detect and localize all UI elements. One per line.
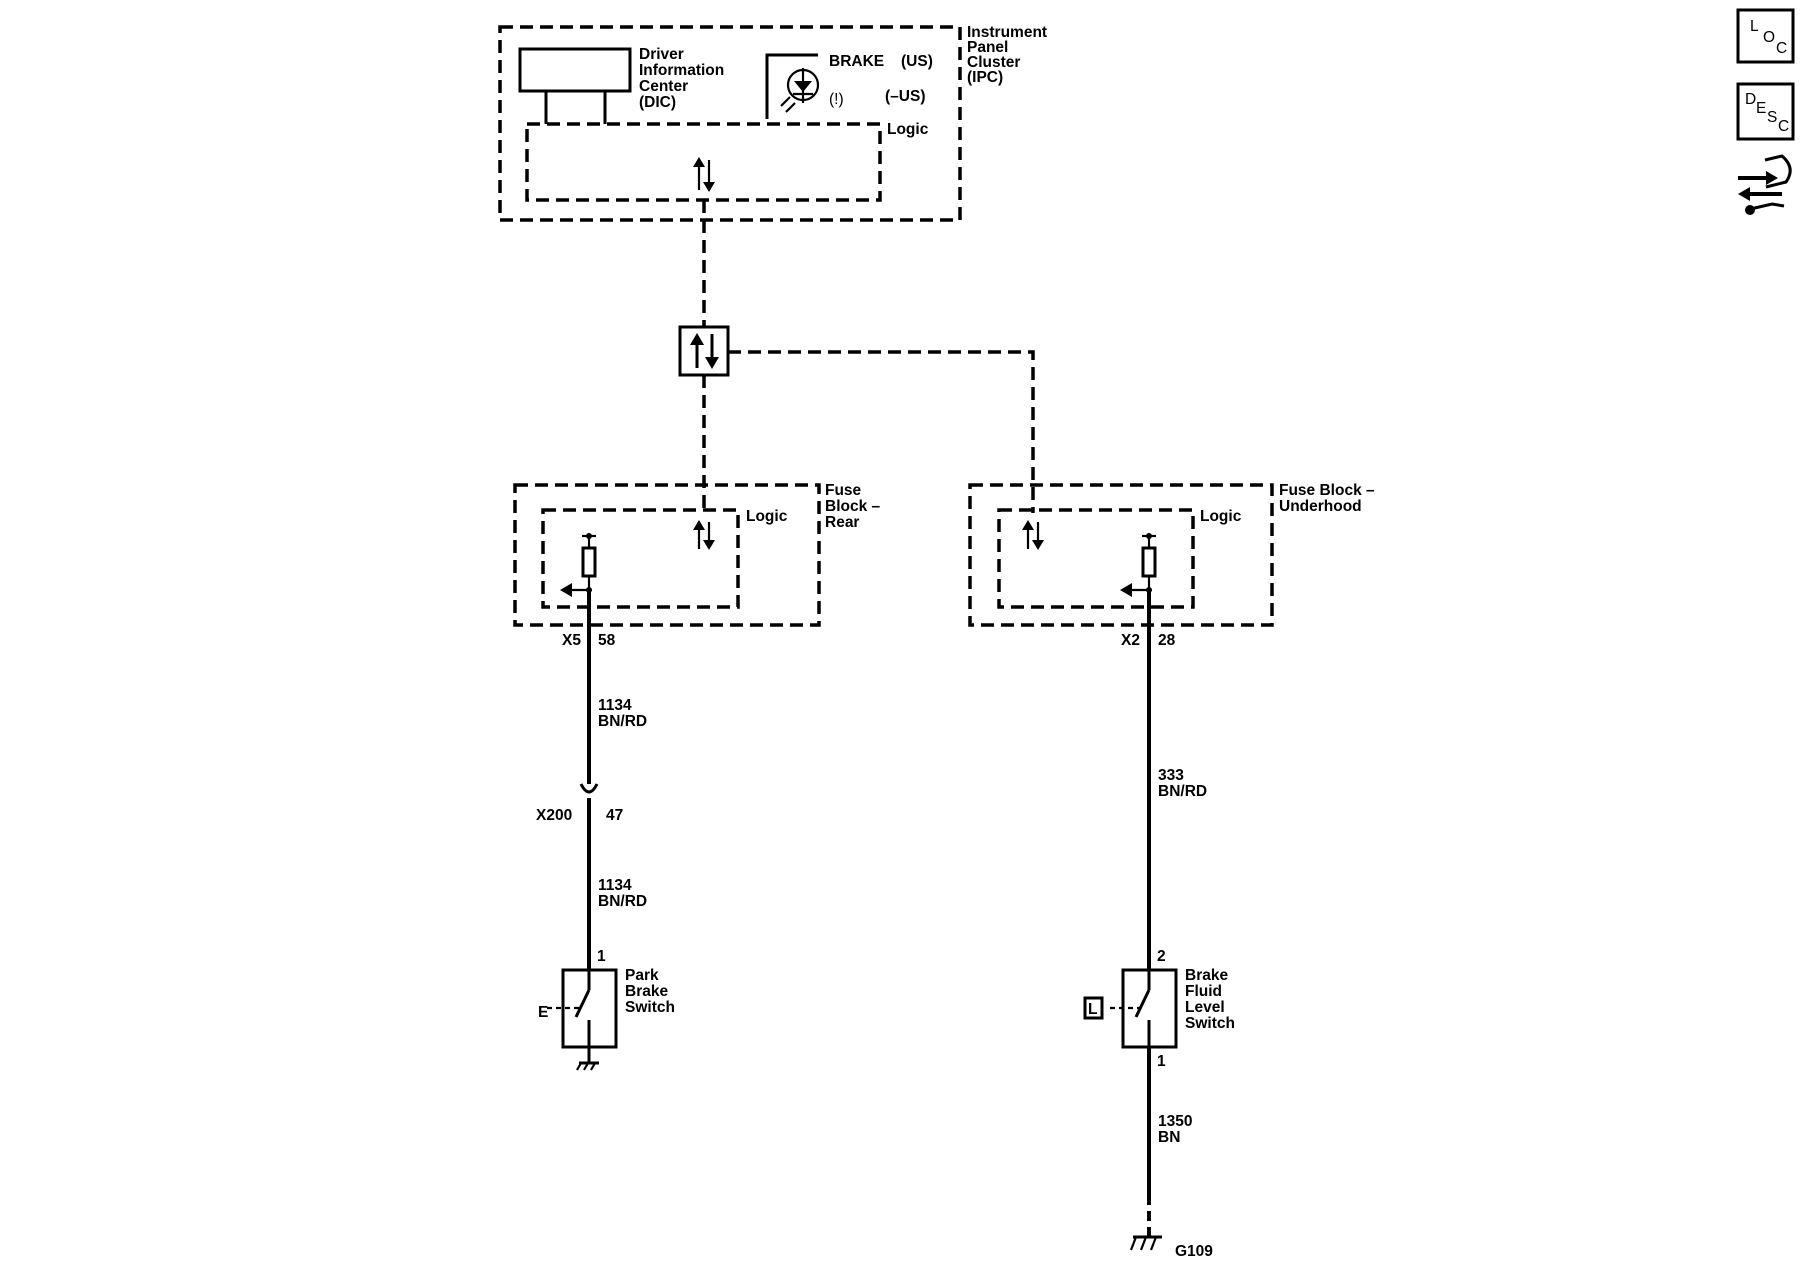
desc-letter-e: E xyxy=(1756,100,1766,117)
fuse-rear-logic-label: Logic xyxy=(746,508,788,525)
fuse-rear-data-arrows-icon xyxy=(693,520,715,550)
fuse-rear-name-line-3: Rear xyxy=(825,514,859,531)
park-switch-name-line-2: Brake xyxy=(625,983,668,1000)
fuse-underhood-outline xyxy=(968,483,1274,627)
ipc-module: Instrument Panel Cluster (IPC) Driver In… xyxy=(498,24,1047,222)
ipc-logic-box xyxy=(525,122,882,202)
serial-data-bus xyxy=(678,200,1035,513)
brake-fluid-circuit: 333 BN/RD 2 L Brake Fluid Level Switch 1… xyxy=(1083,590,1235,1260)
fuse-rear-name-line-1: Fuse xyxy=(825,482,862,499)
fluid-switch-name-line-1: Brake xyxy=(1185,967,1228,984)
park-brake-circuit: 1134 BN/RD X200 47 1134 BN/RD 1 E Park B… xyxy=(536,590,675,1071)
fuse-underhood-name-line-2: Underhood xyxy=(1279,498,1362,515)
fluid-switch-pin-top: 2 xyxy=(1157,948,1166,965)
loc-letter-c: C xyxy=(1776,40,1787,57)
ipc-name-line-1: Instrument xyxy=(967,24,1047,41)
fuse-rear-pin: 58 xyxy=(598,632,616,649)
park-switch-name-line-3: Switch xyxy=(625,999,675,1016)
dic-name-line-1: Driver xyxy=(639,46,684,63)
ipc-data-arrows-icon xyxy=(693,157,715,192)
brake-non-us-label: (–US) xyxy=(885,88,925,105)
x200-connector: X200 xyxy=(536,807,572,824)
fuse-block-rear: Fuse Block – Rear Logic X5 58 xyxy=(513,482,881,649)
fuse-rear-logic-box xyxy=(541,508,740,609)
fluid-switch-name-line-4: Switch xyxy=(1185,1015,1235,1032)
wire-1134-lower-circuit: 1134 xyxy=(598,877,632,894)
fuse-rear-name-line-2: Block – xyxy=(825,498,881,515)
park-switch-case-ground-icon xyxy=(576,1047,599,1071)
desc-letter-d: D xyxy=(1745,91,1756,108)
desc-letter-c: C xyxy=(1778,118,1789,135)
ipc-name-line-4: (IPC) xyxy=(967,69,1003,86)
ipc-name-line-2: Panel xyxy=(967,39,1008,56)
ipc-name-line-3: Cluster xyxy=(967,54,1020,71)
fuse-underhood-data-arrows-icon xyxy=(1022,520,1044,550)
lamp-bracket xyxy=(765,53,818,119)
wire-1350-color: BN xyxy=(1158,1129,1180,1146)
wire-333-circuit: 333 xyxy=(1158,767,1184,784)
fuse-rear-connector: X5 xyxy=(562,632,581,649)
lamp-light-ray-1 xyxy=(780,96,791,107)
fluid-switch-name-line-2: Fluid xyxy=(1185,983,1222,1000)
fluid-switch-name-line-3: Level xyxy=(1185,999,1225,1016)
ipc-outline xyxy=(498,25,962,222)
wire-333-color: BN/RD xyxy=(1158,783,1207,800)
dic-display xyxy=(518,47,632,93)
fuse-underhood-logic-label: Logic xyxy=(1200,508,1242,525)
lamp-diode-icon xyxy=(794,81,812,92)
fuse-underhood-name-line-1: Fuse Block – xyxy=(1279,482,1375,499)
fluid-switch-tag-box xyxy=(1083,996,1104,1020)
ipc-logic-label: Logic xyxy=(887,121,929,138)
desc-letter-s: S xyxy=(1767,109,1777,126)
fuse-underhood-pin: 28 xyxy=(1158,632,1176,649)
desc-icon[interactable]: D E S C xyxy=(1736,82,1795,141)
ground-label: G109 xyxy=(1175,1243,1213,1260)
fuse-underhood-logic-box xyxy=(997,508,1195,609)
fluid-switch-pin-bottom: 1 xyxy=(1157,1053,1166,1070)
g109-ground-icon xyxy=(1129,1235,1162,1251)
brake-indicator-lamp xyxy=(765,53,820,119)
fuse-rear-input-arrow-icon xyxy=(560,583,572,597)
wire-1134-upper-color: BN/RD xyxy=(598,713,647,730)
park-switch-contact xyxy=(574,989,591,1018)
x200-pin: 47 xyxy=(606,807,623,824)
fuse-underhood-connector: X2 xyxy=(1121,632,1140,649)
dic-name-line-4: (DIC) xyxy=(639,94,676,111)
fluid-switch-contact xyxy=(1134,989,1151,1018)
park-switch-tag-e: E xyxy=(538,1004,548,1021)
brake-warning-symbol: (!) xyxy=(829,91,844,108)
wire-1134-upper-circuit: 1134 xyxy=(598,697,632,714)
brake-us-label: (US) xyxy=(901,53,933,70)
data-bus-splice xyxy=(678,325,730,377)
park-switch-pin: 1 xyxy=(597,948,606,965)
fuse-rear-pullup-resistor xyxy=(581,546,597,578)
wire-1350-circuit: 1350 xyxy=(1158,1113,1192,1130)
brake-label: BRAKE xyxy=(829,53,884,70)
wire-1134-lower-color: BN/RD xyxy=(598,893,647,910)
loc-letter-o: O xyxy=(1763,29,1775,46)
schematic-navigation-icon[interactable] xyxy=(1738,154,1792,215)
fuse-block-underhood: Fuse Block – Underhood Logic X2 28 xyxy=(968,482,1375,649)
x200-inline-connector-icon xyxy=(579,783,599,794)
lamp-light-ray-2 xyxy=(785,102,796,113)
dic-name-line-3: Center xyxy=(639,78,688,95)
loc-letter-l: L xyxy=(1750,18,1759,35)
fuse-underhood-pullup-resistor xyxy=(1141,546,1157,578)
fluid-switch-tag-l: L xyxy=(1088,1001,1097,1018)
dic-name-line-2: Information xyxy=(639,62,724,79)
park-switch-name-line-1: Park xyxy=(625,967,659,984)
data-bus-arrows-icon xyxy=(690,333,719,369)
loc-icon[interactable]: L O C xyxy=(1736,8,1795,64)
fuse-underhood-input-arrow-icon xyxy=(1120,583,1132,597)
fuse-rear-outline xyxy=(513,483,821,627)
